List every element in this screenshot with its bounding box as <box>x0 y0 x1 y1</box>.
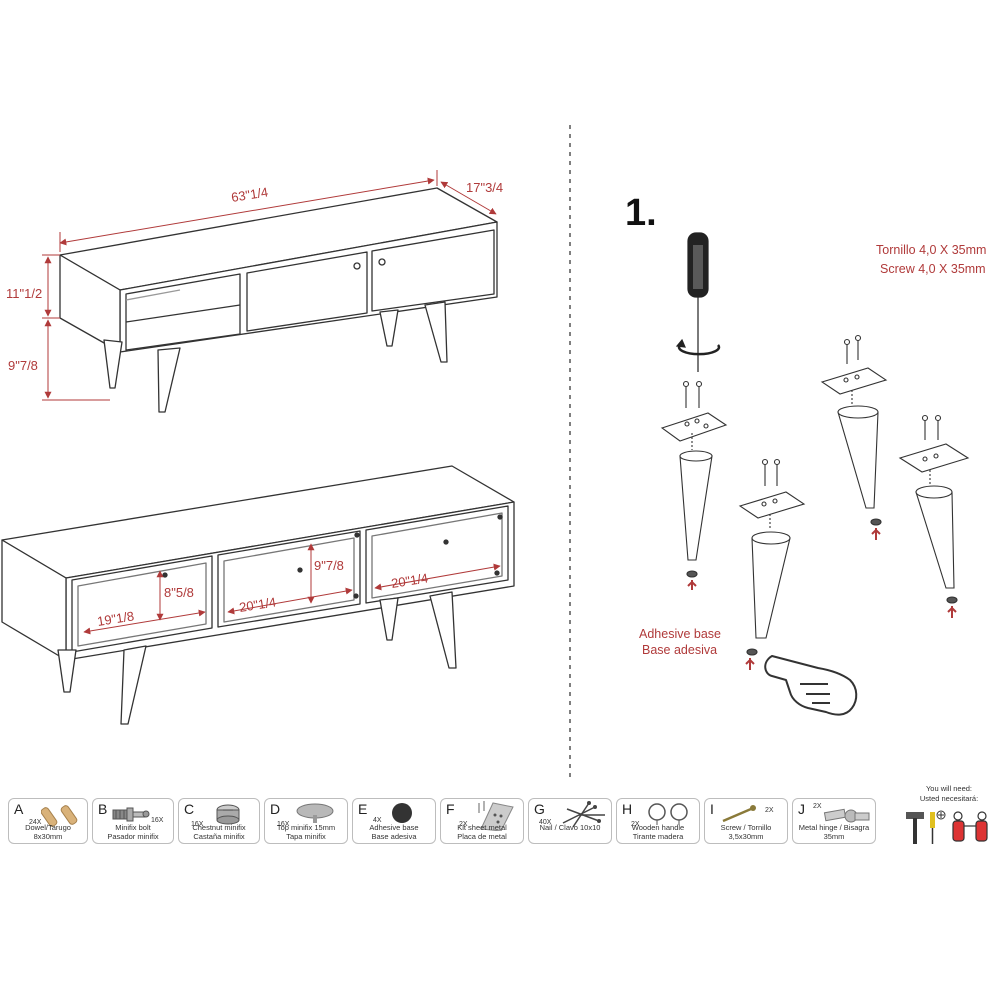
screw-label-en: Screw 4,0 X 35mm <box>880 262 986 276</box>
part-letter: F <box>446 801 455 817</box>
dowel-icon <box>41 805 78 827</box>
part-qty: 16X <box>191 821 204 828</box>
part-name: Nail / Clavo 10x10 <box>539 823 601 832</box>
part-b: B 16X Minifix bolt Pasador minifix <box>92 798 174 844</box>
part-letter: A <box>14 801 24 817</box>
handle-icon <box>648 803 688 825</box>
part-qty: 16X <box>277 821 290 828</box>
part-qty: 2X <box>459 821 468 828</box>
part-j: J 2X Metal hinge / Bisagra 35mm <box>792 798 876 844</box>
leg-assembly-3 <box>820 334 888 540</box>
part-c: C 16X Chestnut minifix Castaña minifix <box>178 798 260 844</box>
dim-left-open-height: 8"5/8 <box>164 585 194 600</box>
part-qty: 40X <box>539 819 552 826</box>
part-e: E 4X Adhesive base Base adesiva <box>352 798 436 844</box>
parts-list: A 24X Dowel/Tarugo 8x30mm B 16X Minifix … <box>8 798 876 844</box>
dimension-lines-top <box>42 170 497 401</box>
part-name: Screw / Tornillo <box>720 823 772 832</box>
part-name: Metal hinge / Bisagra <box>798 823 870 832</box>
part-name-alt: Tirante madera <box>632 832 684 841</box>
tools-needed: You will need: Usted necesitará: <box>902 784 996 846</box>
part-letter: C <box>184 801 195 817</box>
part-letter: H <box>622 801 633 817</box>
part-name-alt: Castaña minifix <box>193 832 245 841</box>
leg-assembly-4 <box>898 414 970 618</box>
dim-width: 63"1/4 <box>230 184 269 205</box>
pressing-hand-icon <box>764 655 858 716</box>
screwdriver-icon <box>675 232 721 372</box>
dim-right-width: 20"1/4 <box>390 570 429 591</box>
top-minifix-icon <box>296 803 334 823</box>
part-name-alt: Pasador minifix <box>107 832 159 841</box>
part-a: A 24X Dowel/Tarugo 8x30mm <box>8 798 88 844</box>
part-qty: 2X <box>765 807 774 814</box>
leg-assembly-1 <box>660 380 728 590</box>
screw-label-es: Tornillo 4,0 X 35mm <box>876 243 986 257</box>
dim-depth: 17"3/4 <box>466 180 503 195</box>
hinge-icon <box>823 808 870 823</box>
dim-middle-width: 20"1/4 <box>238 594 277 615</box>
part-qty: 4X <box>373 817 382 824</box>
part-qty: 24X <box>29 819 42 826</box>
dim-left-open-width: 19"1/8 <box>96 608 135 629</box>
tools-icons <box>906 810 988 844</box>
part-f: F 2X Kit sheet metal Placa de metal <box>440 798 524 844</box>
part-h: H 2X Wooden handle Tirante madera <box>616 798 700 844</box>
part-name-alt: 8x30mm <box>33 832 63 841</box>
dimension-lines-bottom <box>83 543 501 635</box>
part-name: Chestnut minifix <box>192 823 246 832</box>
adhesive-label-es: Base adesiva <box>642 643 717 657</box>
leg-assembly-2 <box>738 458 806 670</box>
part-name-alt: Placa de metal <box>457 832 507 841</box>
tools-title-alt: Usted necesitará: <box>919 794 979 803</box>
part-letter: I <box>710 801 714 817</box>
part-letter: E <box>358 801 368 817</box>
part-letter: D <box>270 801 281 817</box>
dim-middle-height: 9"7/8 <box>314 558 344 573</box>
dim-body-height: 11"1/2 <box>6 286 42 301</box>
part-qty: 16X <box>151 817 164 824</box>
part-letter: J <box>798 801 805 817</box>
part-name: Top minifix 15mm <box>276 823 336 832</box>
part-name: Kit sheet metal <box>457 823 507 832</box>
minifix-bolt-icon <box>112 807 150 822</box>
part-i: I 2X Screw / Tornillo 3,5x30mm <box>704 798 788 844</box>
part-qty: 2X <box>631 821 640 828</box>
part-name: Minifix bolt <box>115 823 151 832</box>
screw-icon <box>722 805 756 823</box>
hammer-icon <box>906 812 924 844</box>
sheet-metal-icon <box>478 801 514 831</box>
tools-title: You will need: <box>925 784 972 793</box>
assembly-diagram: 63"1/4 17"3/4 11"1/2 9"7/8 19"1/8 8"5/ <box>1 125 986 780</box>
part-letter: B <box>98 801 108 817</box>
chestnut-minifix-icon <box>216 804 240 825</box>
screwdriver-icon <box>930 810 946 844</box>
part-name-alt: 3,5x30mm <box>728 832 764 841</box>
step-number: 1. <box>625 192 657 234</box>
part-name: Wooden handle <box>631 823 685 832</box>
part-letter: G <box>534 801 545 817</box>
dim-leg-height: 9"7/8 <box>8 358 38 373</box>
part-name: Adhesive base <box>369 823 419 832</box>
part-name-alt: Base adesiva <box>371 832 417 841</box>
part-g: G 40X Nail / Clavo 10x10 <box>528 798 612 844</box>
part-name-alt: Tapa minifix <box>286 832 326 841</box>
nail-icon <box>562 801 605 828</box>
part-name-alt: 35mm <box>823 832 845 841</box>
part-name: Dowel/Tarugo <box>25 823 71 832</box>
adhesive-label-en: Adhesive base <box>639 627 721 641</box>
tv-unit-open-drawing <box>1 465 515 725</box>
tv-unit-closed-drawing <box>59 187 498 413</box>
part-qty: 2X <box>813 803 822 810</box>
two-people-icon <box>952 811 988 842</box>
adhesive-base-icon <box>392 803 412 823</box>
part-d: D 16X Top minifix 15mm Tapa minifix <box>264 798 348 844</box>
